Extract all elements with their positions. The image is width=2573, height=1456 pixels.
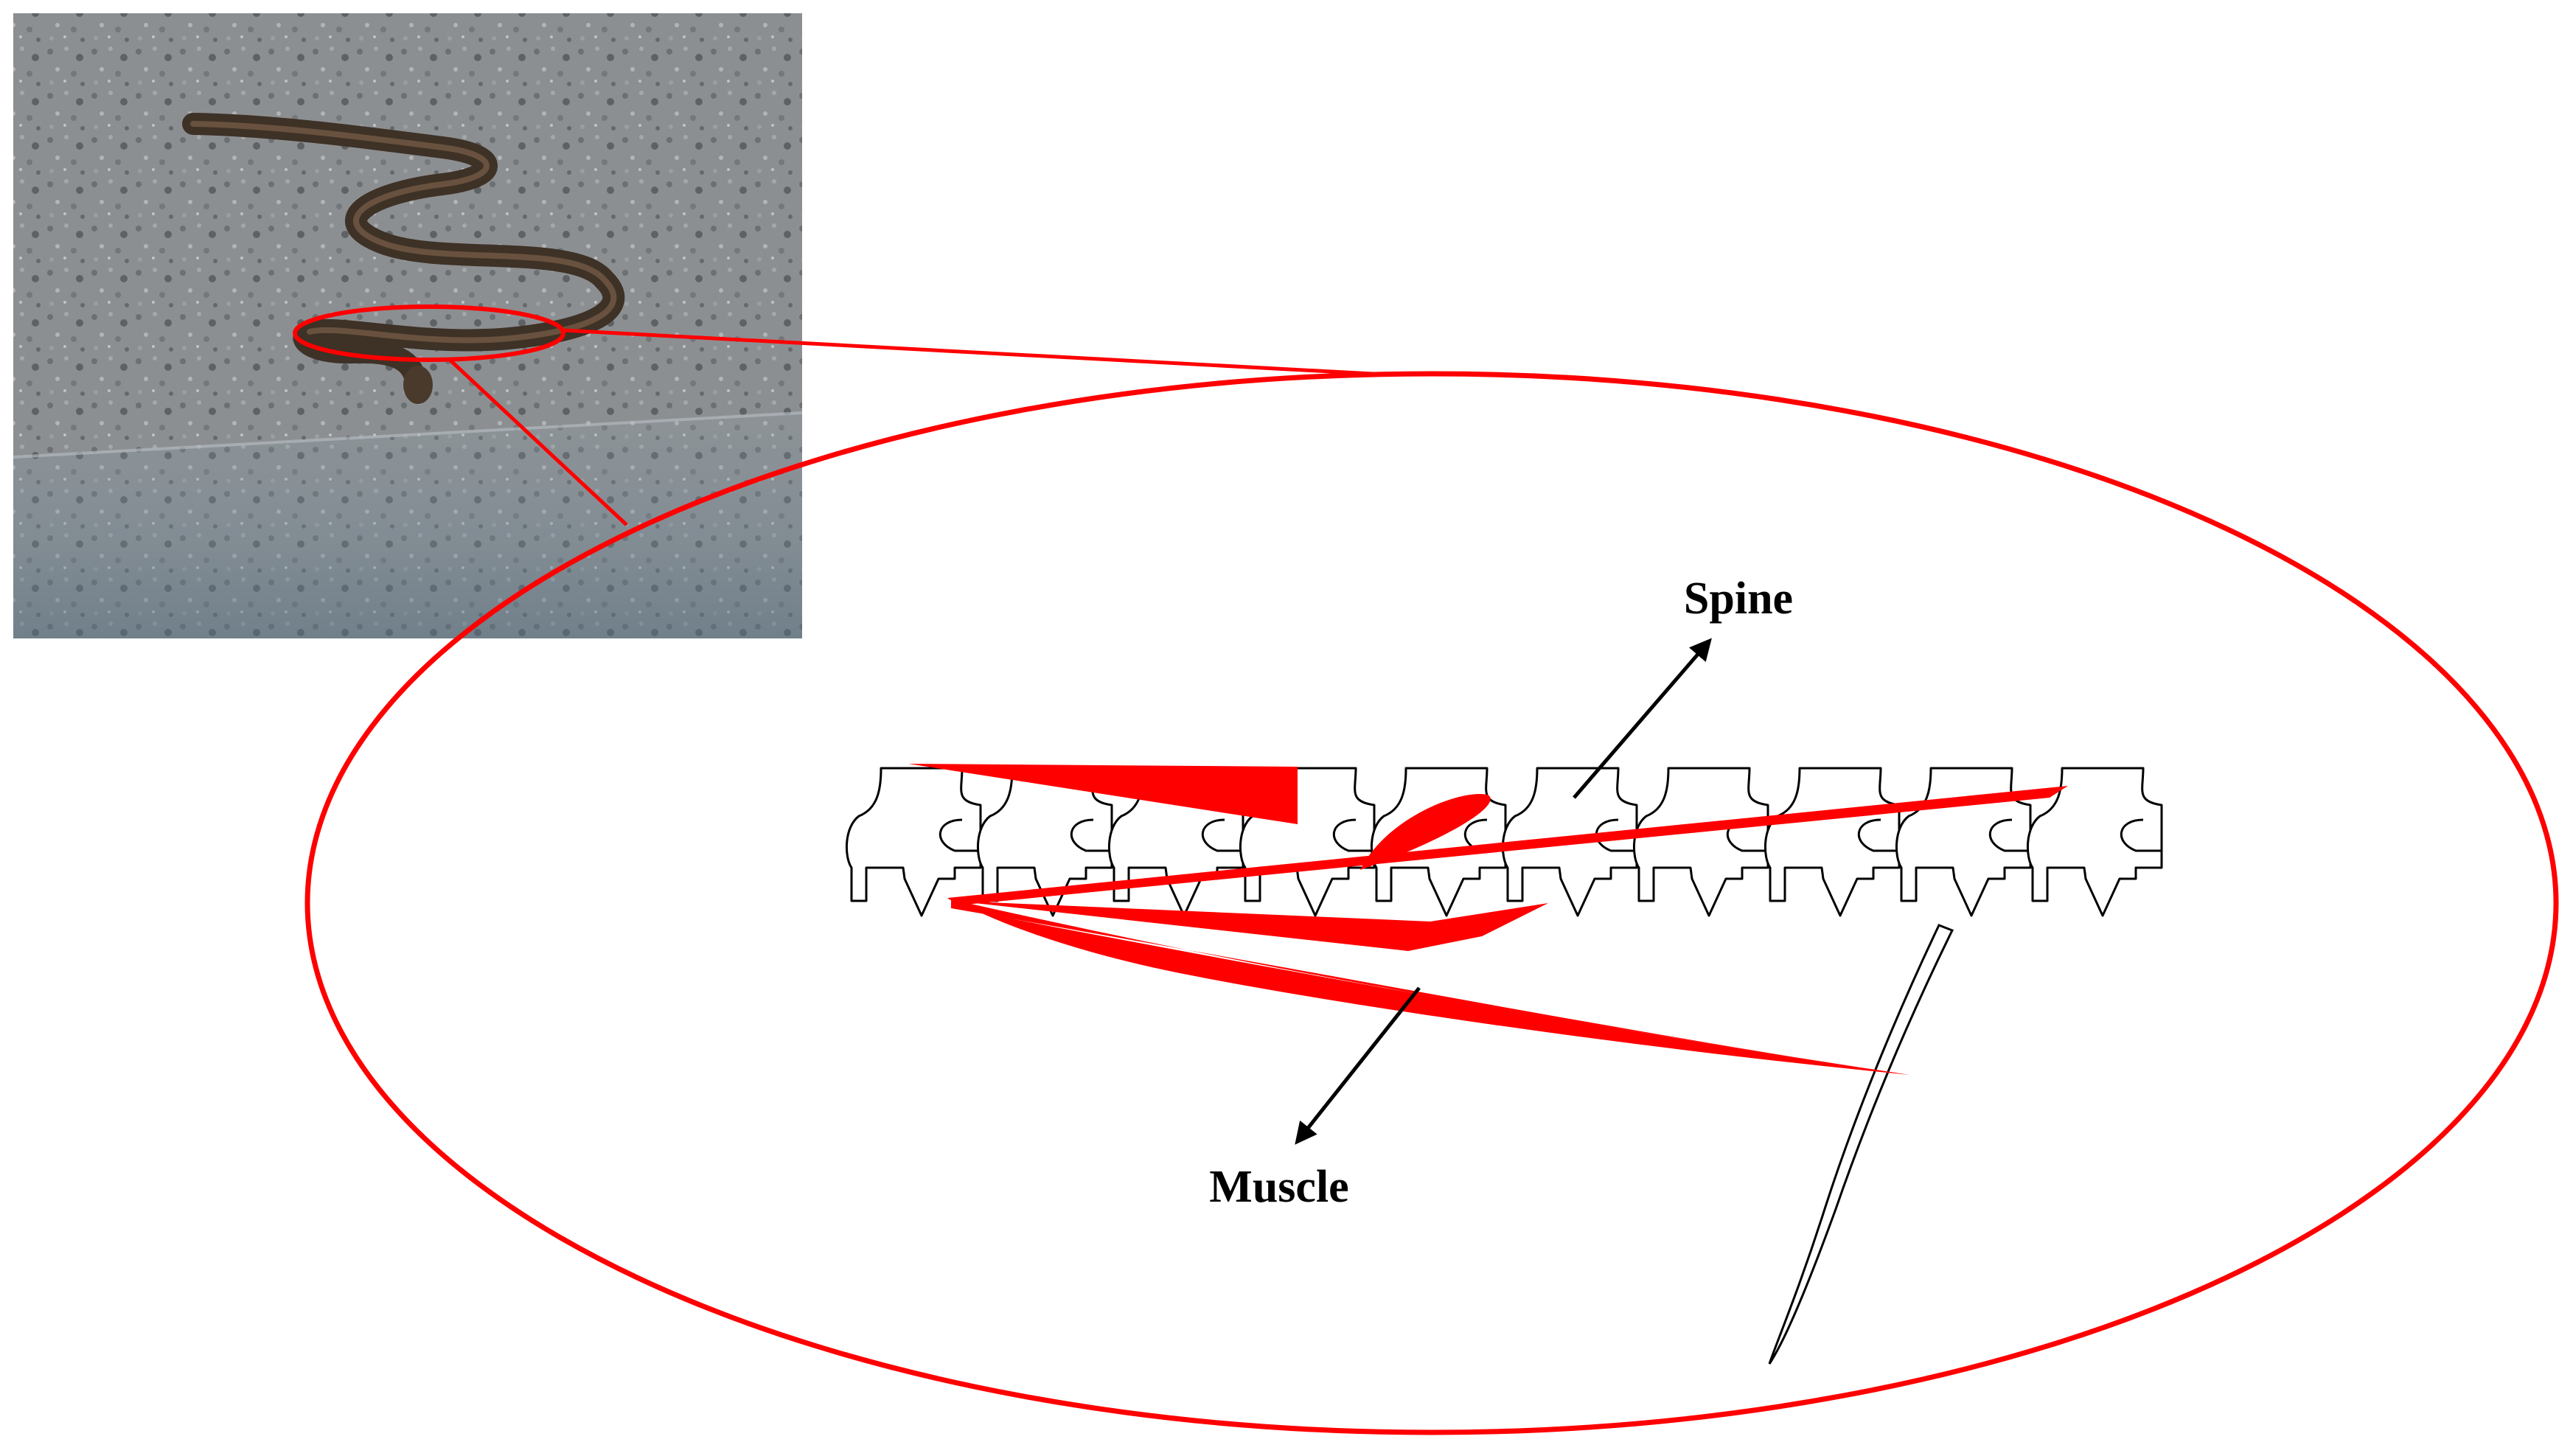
vertebra bbox=[1764, 767, 1901, 917]
muscle-annotation: Muscle bbox=[1209, 986, 1421, 1212]
vertebra bbox=[1895, 767, 2032, 917]
zoom-region-ellipse bbox=[293, 304, 565, 362]
muscle-label: Muscle bbox=[1209, 1162, 1348, 1212]
vertebra-joint bbox=[939, 818, 981, 852]
muscles bbox=[908, 764, 2068, 1075]
snake-head bbox=[403, 366, 433, 404]
zoom-line-bottom bbox=[448, 358, 628, 526]
snake-photo bbox=[13, 13, 803, 638]
vertebra bbox=[976, 767, 1113, 917]
vertebra bbox=[1632, 767, 1769, 917]
spine-annotation: Spine bbox=[1573, 574, 1793, 799]
vertebra-joint bbox=[1332, 818, 1374, 852]
arrow-down-left-icon bbox=[1295, 986, 1421, 1145]
arrow-up-right-icon bbox=[1573, 638, 1712, 799]
muscle-leaf bbox=[1360, 793, 1491, 870]
muscle-band-long-upper bbox=[947, 786, 2068, 905]
rib bbox=[1768, 924, 1954, 1365]
vertebra-joint bbox=[1857, 818, 1899, 852]
vertebra bbox=[2026, 767, 2163, 917]
vertebra-joint bbox=[1070, 818, 1112, 852]
snake-highlight bbox=[190, 121, 617, 344]
vertebra-joint bbox=[1988, 818, 2030, 852]
vertebra-joint bbox=[1201, 818, 1243, 852]
magnified-view-ellipse bbox=[304, 371, 2559, 1435]
vertebra-joint bbox=[2120, 818, 2162, 852]
curb-face bbox=[13, 413, 802, 638]
muscle-band-upper-wedge bbox=[908, 764, 1298, 824]
muscle-band-oblique bbox=[955, 901, 1548, 951]
spine-label: Spine bbox=[1684, 574, 1793, 624]
curb-edge bbox=[13, 411, 803, 459]
vertebra bbox=[845, 767, 982, 917]
zoom-line-top bbox=[563, 328, 1387, 377]
